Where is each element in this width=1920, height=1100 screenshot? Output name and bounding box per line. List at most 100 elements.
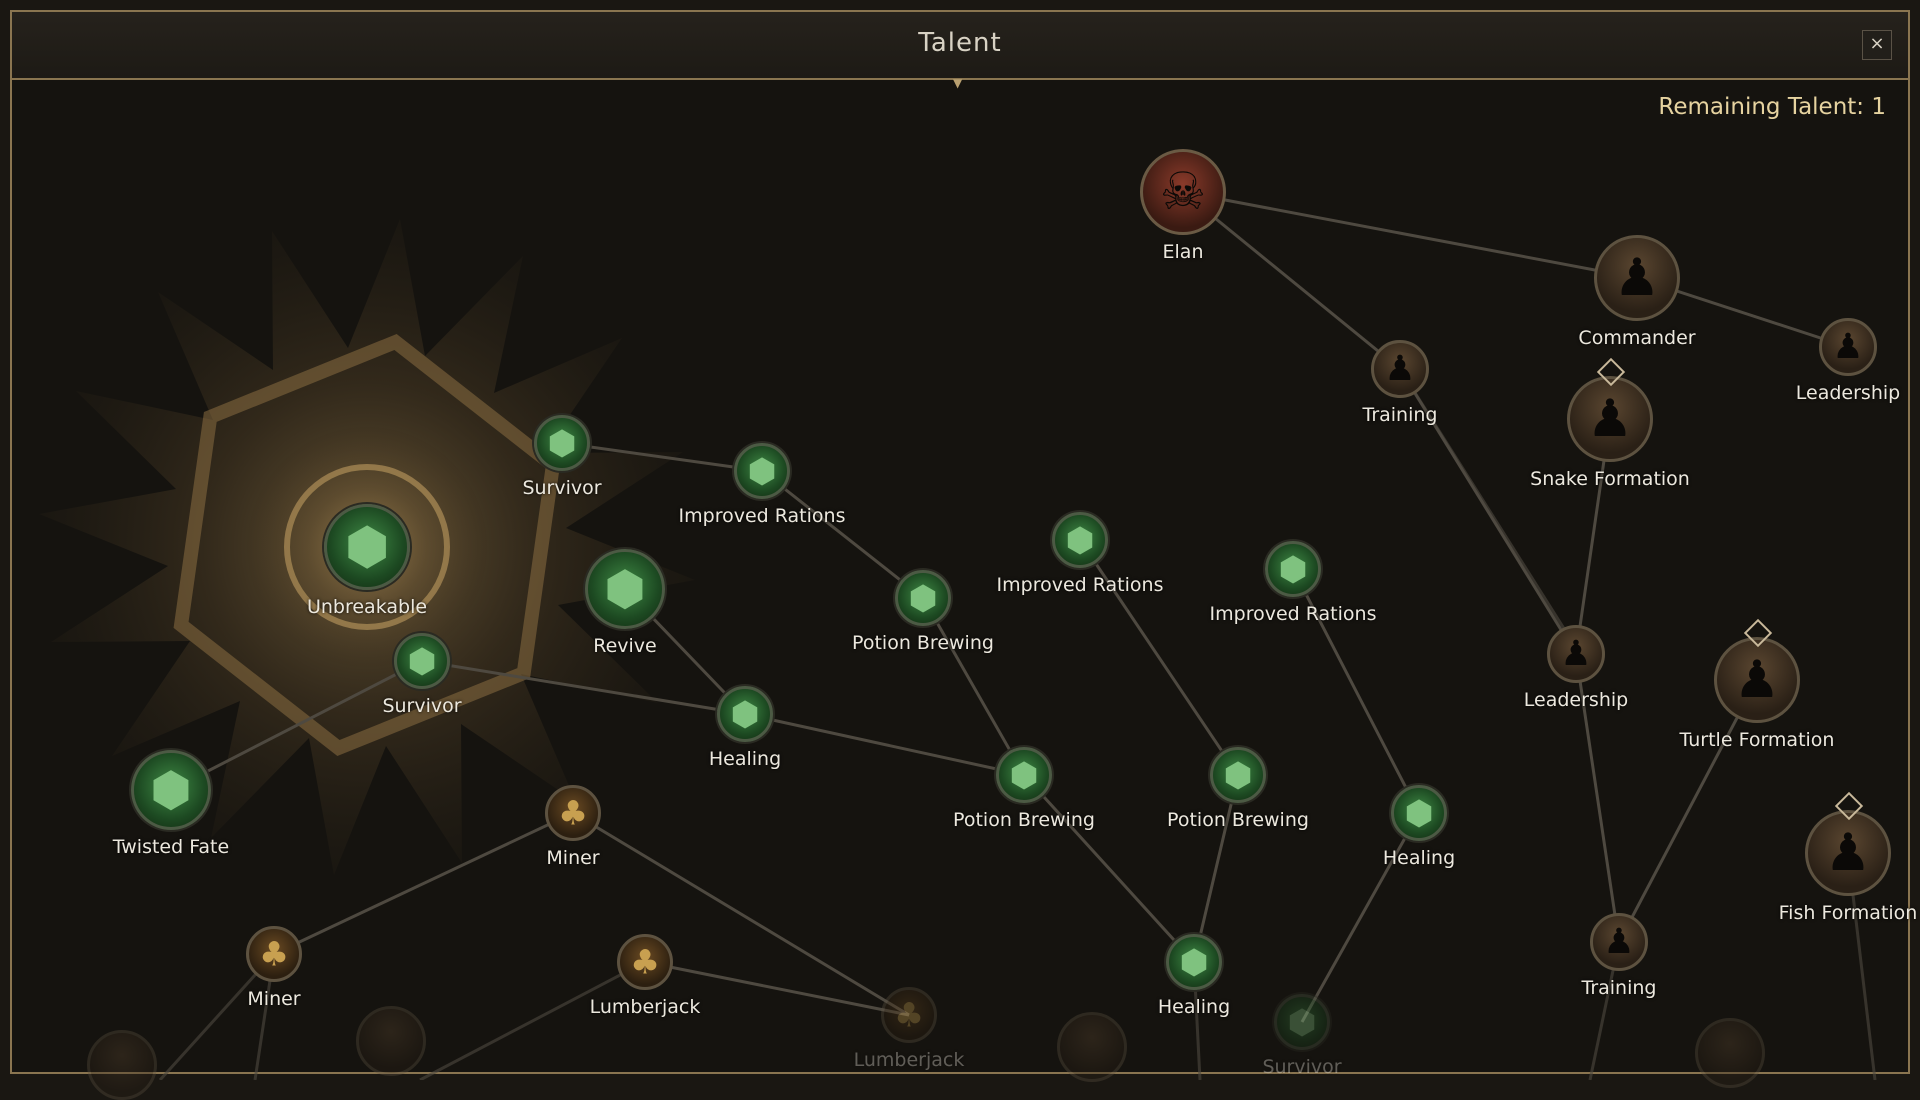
talent-node-label: Lumberjack — [853, 1049, 965, 1071]
talent-link — [421, 659, 746, 716]
talent-node[interactable]: ☠ Elan — [1130, 149, 1236, 263]
locked-talent-node — [1057, 1012, 1127, 1082]
talent-node-button[interactable]: ⬢ — [131, 750, 211, 830]
talent-node[interactable]: ♟ Leadership — [1796, 318, 1900, 404]
close-button[interactable]: × — [1862, 30, 1892, 60]
talent-node-button[interactable]: ♣ — [881, 987, 937, 1043]
talent-node-button[interactable]: ☠ — [1140, 149, 1226, 235]
talent-link — [572, 811, 910, 1017]
talent-node[interactable]: ⬢ Twisted Fate — [113, 750, 229, 858]
talent-node-label: Miner — [247, 988, 301, 1010]
talent-node-button[interactable]: ⬢ — [1052, 512, 1108, 568]
talent-node-button[interactable]: ⬢ — [1274, 994, 1330, 1050]
talent-node[interactable]: ⬢Healing — [707, 686, 783, 770]
talent-node-label: Snake Formation — [1530, 468, 1690, 490]
talent-node-label: Elan — [1162, 241, 1204, 263]
talent-node-label: Unbreakable — [306, 596, 428, 618]
title-bar: Talent ▼ × — [12, 12, 1908, 90]
soldier-silhouette-icon: ♟ — [1832, 327, 1864, 367]
caret-down-icon: ▼ — [953, 76, 963, 90]
talent-link — [761, 469, 924, 600]
talent-node[interactable]: ⬢Healing — [1381, 785, 1457, 869]
talent-node[interactable]: ⬢ Potion Brewing — [852, 570, 994, 654]
talent-node[interactable]: ♟ Snake Formation — [1530, 357, 1690, 490]
talent-node-button[interactable]: ⬢ — [895, 570, 951, 626]
talent-node-button[interactable]: ♟ — [1594, 235, 1680, 321]
talent-node-label: Training — [1581, 977, 1657, 999]
talent-node-button[interactable]: ♣ — [617, 934, 673, 990]
talent-node[interactable]: ♟Commander — [1578, 235, 1696, 349]
talent-node-button[interactable]: ♟ — [1567, 376, 1653, 462]
commander-silhouette-icon: ♟ — [1613, 248, 1661, 308]
talent-node-button[interactable]: ♣ — [246, 926, 302, 982]
talent-node-button[interactable]: ♟ — [1805, 810, 1891, 896]
talent-node[interactable]: ⬢ Improved Rations — [1210, 541, 1376, 625]
talent-node[interactable]: ♟ Training — [1361, 340, 1439, 426]
shield-icon: ⬢ — [604, 561, 646, 617]
talent-node-label: Leadership — [1795, 382, 1901, 404]
talent-node-button[interactable]: ⬢ — [394, 633, 450, 689]
shield-icon: ⬢ — [1223, 755, 1253, 795]
talent-node-button[interactable]: ♟ — [1590, 913, 1648, 971]
formation-silhouette-icon: ♟ — [1733, 650, 1781, 710]
talent-node-button[interactable]: ⬢ — [996, 747, 1052, 803]
talent-node-button[interactable]: ♟ — [1547, 625, 1605, 683]
talent-link — [273, 811, 574, 956]
talent-node[interactable]: ⬢ Survivor — [1262, 994, 1342, 1078]
talent-node-label: Potion Brewing — [953, 809, 1095, 831]
talent-node[interactable]: ⬢Healing — [1156, 934, 1232, 1018]
talent-node-label: Survivor — [382, 695, 462, 717]
talent-node[interactable]: ⬢ Unbreakable — [307, 504, 427, 618]
shield-icon: ⬢ — [547, 423, 577, 463]
talent-node-button[interactable]: ⬢ — [585, 549, 665, 629]
talent-node-button[interactable]: ⬢ — [324, 504, 410, 590]
talent-node[interactable]: ♣ Miner — [236, 926, 312, 1010]
talent-node-label: Twisted Fate — [112, 836, 230, 858]
talent-link — [1291, 568, 1421, 814]
shield-icon: ⬢ — [730, 694, 760, 734]
talent-node-button[interactable]: ⬢ — [734, 443, 790, 499]
talent-node[interactable]: ⬢ Potion Brewing — [953, 747, 1095, 831]
talent-node-button[interactable]: ⬢ — [1265, 541, 1321, 597]
talent-node[interactable]: ♟Turtle Formation — [1680, 618, 1834, 751]
talent-link — [170, 659, 423, 792]
talent-node-label: Potion Brewing — [852, 632, 994, 654]
talent-node-label: Improved Rations — [1209, 603, 1377, 625]
talent-node[interactable]: ⬢Improved Rations — [997, 512, 1163, 596]
talent-node[interactable]: ⬢Improved Rations — [679, 443, 845, 527]
talent-node-button[interactable]: ♟ — [1371, 340, 1429, 398]
talent-node[interactable]: ♣ Lumberjack — [854, 987, 964, 1071]
locked-talent-node — [356, 1006, 426, 1076]
talent-node-button[interactable]: ♣ — [545, 785, 601, 841]
talent-node[interactable]: ⬢Revive — [575, 549, 675, 657]
talent-node[interactable]: ⬢ Survivor — [382, 633, 462, 717]
talent-node-label: Survivor — [1262, 1056, 1342, 1078]
talent-node-button[interactable]: ⬢ — [717, 686, 773, 742]
formation-silhouette-icon: ♟ — [1824, 823, 1872, 883]
shield-icon: ⬢ — [1404, 793, 1434, 833]
talent-node-button[interactable]: ⬢ — [534, 415, 590, 471]
talent-link — [561, 441, 763, 473]
talent-node-button[interactable]: ⬢ — [1210, 747, 1266, 803]
talent-node[interactable]: ♣Lumberjack — [590, 934, 700, 1018]
shield-icon: ⬢ — [407, 641, 437, 681]
talent-node[interactable]: ♟ Training — [1580, 913, 1658, 999]
talent-node-label: Training — [1362, 404, 1438, 426]
talent-link — [1300, 812, 1421, 1023]
talent-node[interactable]: ♟Fish Formation — [1779, 791, 1917, 924]
talent-node-button[interactable]: ♟ — [1819, 318, 1877, 376]
locked-talent-node — [87, 1030, 157, 1100]
talent-node-button[interactable]: ⬢ — [1391, 785, 1447, 841]
shield-icon: ⬢ — [1179, 942, 1209, 982]
talent-node-label: Leadership — [1523, 689, 1629, 711]
talent-node[interactable]: ♟ Leadership — [1524, 625, 1628, 711]
talent-link — [1398, 368, 1582, 655]
talent-node[interactable]: ♣Miner — [535, 785, 611, 869]
talent-node[interactable]: ⬢Survivor — [522, 415, 602, 499]
talent-node-button[interactable]: ♟ — [1714, 637, 1800, 723]
talent-node-label: Potion Brewing — [1167, 809, 1309, 831]
shield-icon: ⬢ — [1065, 520, 1095, 560]
talent-node-button[interactable]: ⬢ — [1166, 934, 1222, 990]
talent-node[interactable]: ⬢ Potion Brewing — [1167, 747, 1309, 831]
